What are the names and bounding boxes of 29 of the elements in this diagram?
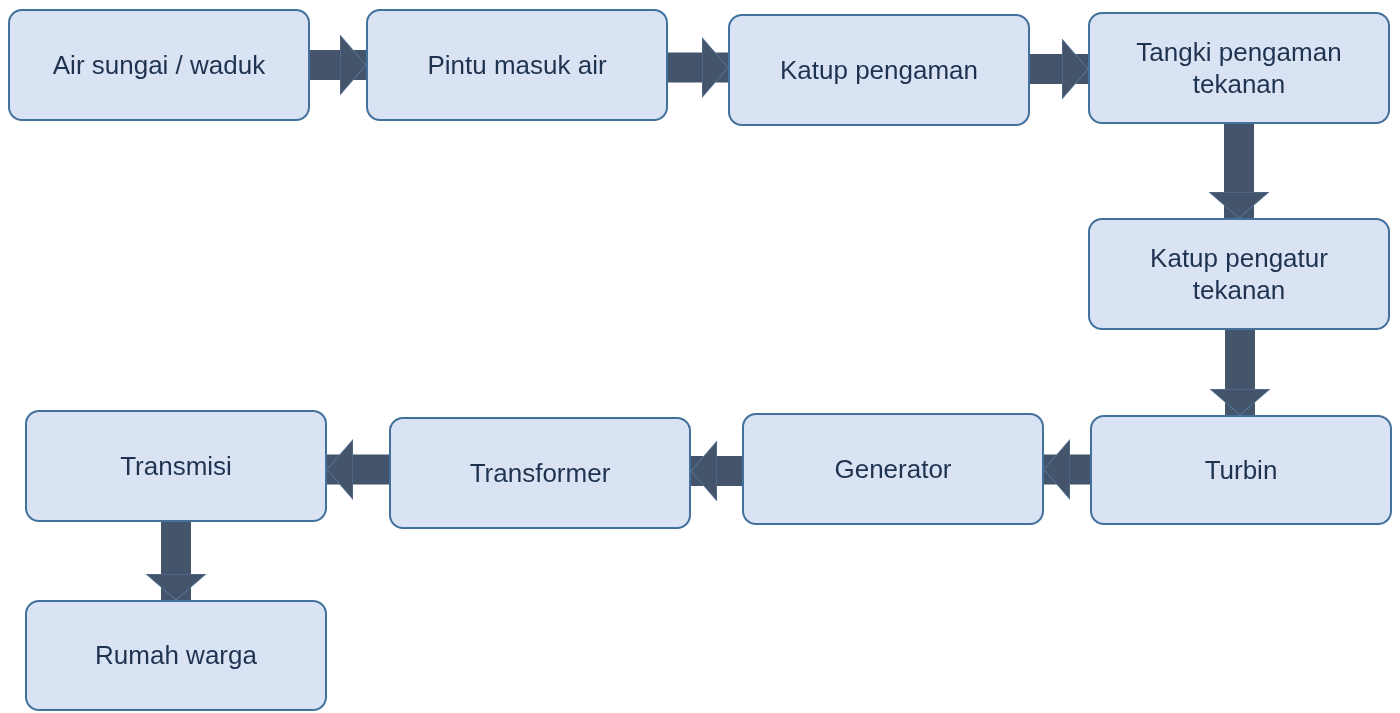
process-box xyxy=(1088,218,1390,330)
process-box xyxy=(8,9,310,121)
block-arrow xyxy=(310,34,367,96)
node-label: Transmisi xyxy=(120,449,232,483)
process-box xyxy=(728,14,1030,126)
block-arrow xyxy=(1043,439,1090,500)
node-label: Air sungai / waduk xyxy=(52,48,266,82)
node-label: Generator xyxy=(834,452,952,486)
process-box xyxy=(25,410,327,522)
block-arrow xyxy=(1209,330,1271,416)
node-label: Katup pengatur tekanan xyxy=(1149,241,1329,307)
block-arrow xyxy=(690,440,742,502)
node-label: Katup pengaman xyxy=(779,53,978,87)
block-arrow xyxy=(668,37,729,98)
node-label: Tangki pengaman tekanan xyxy=(1135,35,1343,101)
process-box xyxy=(389,417,691,529)
process-box xyxy=(1088,12,1390,124)
block-arrow xyxy=(1208,124,1270,219)
process-box xyxy=(25,600,327,711)
block-arrow xyxy=(1030,38,1089,100)
process-box xyxy=(1090,415,1392,525)
node-label: Transformer xyxy=(469,456,611,490)
block-arrow xyxy=(145,522,207,601)
node-label: Turbin xyxy=(1204,453,1278,487)
block-arrow xyxy=(326,439,389,500)
process-box xyxy=(742,413,1044,525)
node-label: Pintu masuk air xyxy=(427,48,607,82)
node-label: Rumah warga xyxy=(95,639,257,672)
process-box xyxy=(366,9,668,121)
